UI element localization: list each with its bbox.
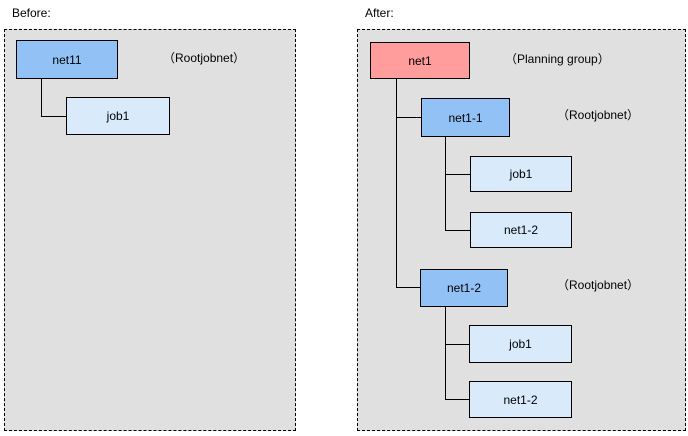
annotation-rootjobnet: （Rootjobnet） (557, 278, 640, 292)
connector-line (396, 79, 397, 287)
connector-line (41, 116, 66, 117)
connector-line (445, 230, 470, 231)
after-title: After: (365, 6, 394, 20)
node-job1: job1 (469, 325, 572, 363)
connector-line (41, 79, 42, 117)
connector-line (445, 344, 469, 345)
before-title: Before: (12, 6, 51, 20)
annotation-rootjobnet: （Rootjobnet） (163, 51, 246, 65)
connector-line (445, 399, 469, 400)
connector-line (445, 174, 470, 175)
annotation-planning-group: （Planning group） (505, 52, 610, 66)
annotation-rootjobnet: （Rootjobnet） (557, 108, 640, 122)
connector-line (445, 137, 446, 230)
node-job1: job1 (470, 156, 572, 192)
node-net11: net11 (16, 40, 118, 79)
connector-line (396, 117, 421, 118)
node-net1-2-child: net1-2 (470, 212, 572, 248)
connector-line (445, 307, 446, 399)
node-net1-planning-group: net1 (370, 42, 470, 79)
node-net1-1: net1-1 (421, 98, 510, 137)
before-panel (4, 29, 296, 431)
node-net1-2-child: net1-2 (469, 381, 572, 418)
node-job1: job1 (66, 97, 170, 135)
connector-line (396, 287, 420, 288)
node-net1-2: net1-2 (420, 269, 508, 307)
